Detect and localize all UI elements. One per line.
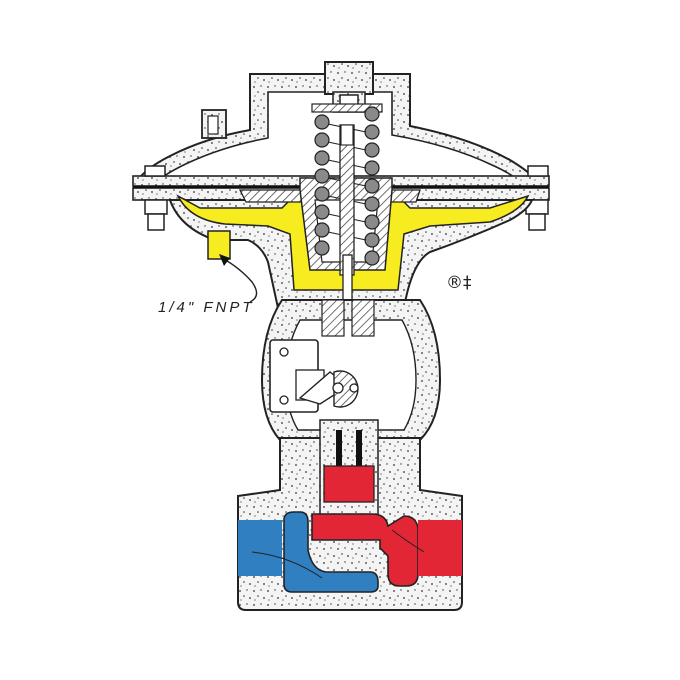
right-flange-bolt xyxy=(525,165,549,231)
trademark-symbols: ®‡ xyxy=(446,273,472,293)
vent-fitting xyxy=(201,109,227,139)
range-spring xyxy=(311,103,383,266)
sensing-port xyxy=(207,230,231,260)
outlet-port xyxy=(238,511,379,593)
left-flange-bolt xyxy=(144,165,168,231)
sensing-port-label: 1/4" FNPT xyxy=(158,299,255,316)
lever-mechanism xyxy=(269,339,359,413)
inlet-port xyxy=(311,465,462,587)
port-callout-arrow xyxy=(219,254,258,303)
bonnet xyxy=(134,73,541,183)
